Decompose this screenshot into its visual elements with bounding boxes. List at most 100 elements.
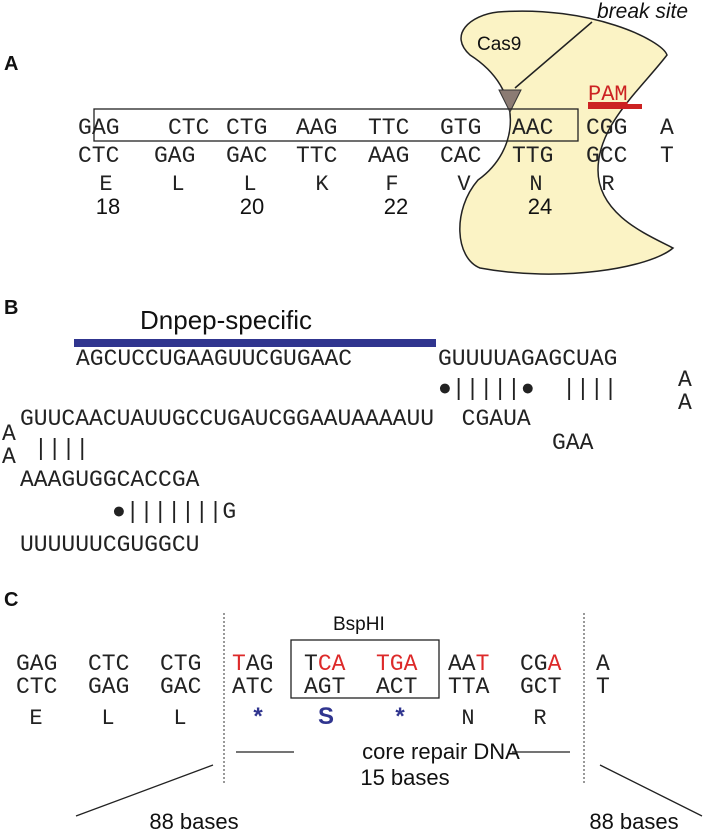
- c-amino-acid: L: [101, 706, 114, 731]
- pam-label: PAM: [588, 82, 628, 107]
- panel-b: B Dnpep-specific AGCUCCUGAAGUUCGUGAAC GU…: [2, 297, 692, 558]
- antirepeat-sequence: GUUCAACUAUUGCCUGAUCGGAAUAAAAUU CGAUA: [20, 406, 531, 432]
- stop-codon-marker: *: [395, 703, 405, 730]
- amino-acid: F: [385, 172, 398, 197]
- top-codon: A: [660, 115, 674, 141]
- loop-1-top: A: [678, 367, 692, 393]
- top-codon: AAG: [296, 115, 337, 141]
- stop-codon-marker: *: [253, 703, 263, 730]
- top-codon: AAC: [512, 115, 553, 141]
- panel-a-label: A: [4, 53, 18, 75]
- top-strand-first-base: G: [78, 115, 92, 141]
- cas9-label: Cas9: [477, 34, 521, 55]
- bsphi-site-box: [290, 639, 440, 699]
- core-bases-label: 15 bases: [360, 765, 449, 790]
- c-bottom-codon: ATC: [232, 674, 273, 700]
- dnpep-specific-title: Dnpep-specific: [140, 305, 312, 335]
- c-amino-acid: N: [461, 706, 474, 731]
- base: AA: [448, 651, 476, 677]
- loop-2-top: A: [2, 421, 16, 447]
- bottom-codon: GAC: [226, 143, 267, 169]
- c-bottom-end: T: [596, 674, 610, 700]
- c-top-codon: CTC: [88, 651, 129, 677]
- core-repair-label: core repair DNA: [362, 739, 520, 764]
- c-amino-acid: R: [533, 706, 546, 731]
- bottom-codon: T: [660, 143, 674, 169]
- residue-number: 24: [528, 194, 552, 219]
- top-codon: CTG: [226, 115, 267, 141]
- guide-bar: [74, 339, 436, 347]
- base: AG: [246, 651, 274, 677]
- top-codon: GTG: [440, 115, 481, 141]
- basepair-row-3: ●|||||||G: [112, 499, 236, 525]
- c-top-codon: AAT: [448, 651, 489, 677]
- bottom-codon: TTC: [296, 143, 337, 169]
- base: CG: [520, 651, 548, 677]
- c-bottom-codon: GCT: [520, 674, 561, 700]
- c-bottom-codon: GAC: [160, 674, 201, 700]
- c-bottom-codon: AGT: [304, 674, 345, 700]
- mutated-base: T: [476, 651, 490, 677]
- mutated-base: T: [232, 651, 246, 677]
- residue-number: 22: [384, 194, 408, 219]
- left-arm-bases: 88 bases: [149, 809, 238, 834]
- c-bottom-codon: TTA: [448, 674, 490, 700]
- c-top-codon: TAG: [232, 651, 273, 677]
- amino-acid: K: [315, 172, 329, 197]
- terminator-sequence: UUUUUUCGUGGCU: [20, 532, 199, 558]
- c-top-end: A: [596, 651, 610, 677]
- bottom-codon: CTC: [78, 143, 119, 169]
- amino-acid: E: [99, 172, 112, 197]
- residue-number: 20: [240, 194, 264, 219]
- amino-acid: L: [243, 172, 256, 197]
- bsphi-label: BspHI: [333, 614, 385, 635]
- amino-acid: V: [457, 172, 471, 197]
- amino-acid: R: [601, 172, 614, 197]
- stem-loop-2-sequence: AAAGUGGCACCGA: [20, 467, 200, 493]
- bottom-codon: CAC: [440, 143, 481, 169]
- loop-2-bottom: A: [2, 444, 16, 470]
- bottom-codon: GAG: [154, 143, 195, 169]
- base: T: [304, 651, 318, 677]
- c-top-codon: GAG: [16, 651, 57, 677]
- c-top-codon: TCA: [304, 651, 346, 677]
- c-top-codon: CGA: [520, 651, 562, 677]
- c-bottom-codon: GAG: [88, 674, 129, 700]
- mutated-base: A: [548, 651, 562, 677]
- c-bottom-codon: CTC: [16, 674, 57, 700]
- basepair-row-1: ●|||||● ||||: [438, 376, 617, 402]
- pam-bar: [588, 104, 642, 109]
- guide-sequence: AGCUCCUGAAGUUCGUGAAC: [76, 346, 352, 372]
- right-arm-line: [599, 764, 703, 817]
- mutated-base: CA: [318, 651, 346, 677]
- amino-acid: N: [529, 172, 542, 197]
- left-arm-line: [75, 764, 214, 817]
- c-bottom-strand: CTC GAG GAC ATC AGT ACT TTA GCT T: [16, 674, 610, 700]
- panel-c-label: C: [4, 589, 18, 611]
- repeat-sequence: GUUUUAGAGCUAG: [438, 346, 617, 372]
- c-top-codon: TGA: [376, 651, 418, 677]
- amino-acid: L: [171, 172, 184, 197]
- break-site-label: break site: [597, 0, 688, 23]
- bottom-codon: AAG: [368, 143, 409, 169]
- top-codon: CGG: [586, 115, 627, 141]
- protospacer-box: [93, 108, 579, 142]
- c-bottom-codon: ACT: [376, 674, 417, 700]
- serine-residue: S: [318, 703, 334, 730]
- right-arm-bases: 88 bases: [589, 809, 678, 834]
- top-codon: AG: [92, 115, 120, 141]
- c-amino-acid: E: [29, 706, 42, 731]
- gaa-bulge: GAA: [552, 430, 594, 456]
- top-codon: CTC: [168, 115, 209, 141]
- mutated-base: TGA: [376, 651, 418, 677]
